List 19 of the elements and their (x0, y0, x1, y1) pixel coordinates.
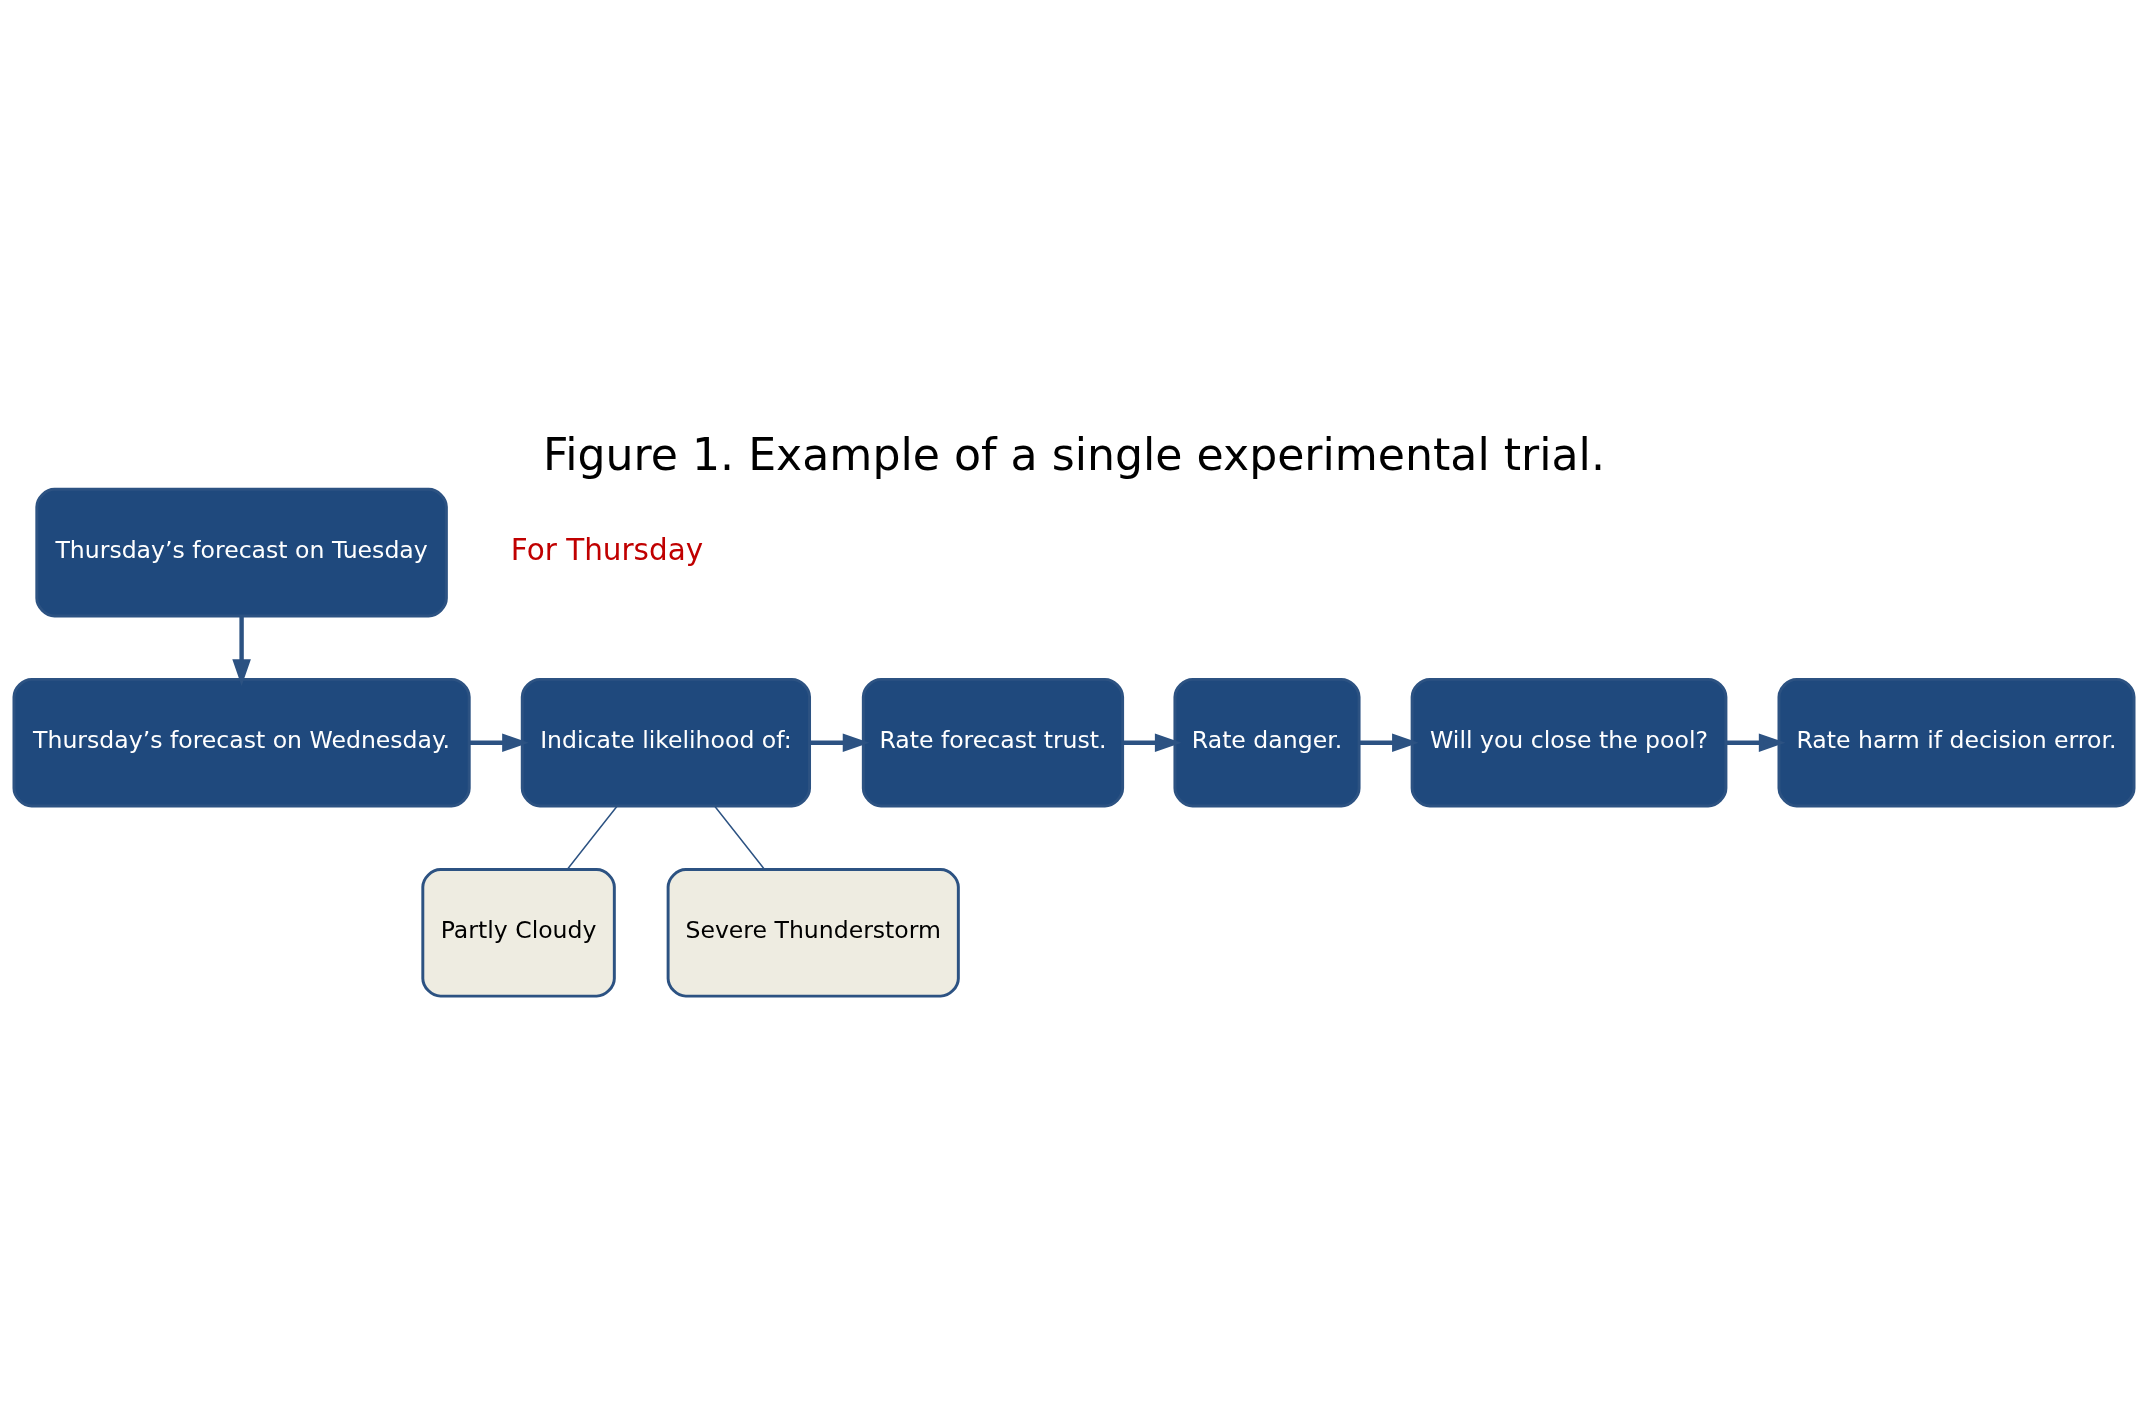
connector (714, 805, 766, 870)
arrow (232, 615, 251, 686)
connector (566, 805, 618, 870)
node-box: Rate harm if decision error. (1777, 677, 2136, 808)
arrow (1726, 732, 1786, 752)
node-box: Rate forecast trust. (861, 677, 1125, 808)
node-box: Will you close the pool? (1410, 677, 1728, 808)
arrow (809, 732, 870, 752)
node-box: Thursday’s forecast on Wednesday. (12, 677, 471, 808)
arrow (469, 732, 529, 752)
node-box: Thursday’s forecast on Tuesday (35, 487, 448, 617)
node-box: Rate danger. (1173, 677, 1361, 808)
arrow (1359, 732, 1419, 752)
node-box: Partly Cloudy (421, 867, 616, 998)
arrow (1123, 732, 1182, 752)
node-box: Indicate likelihood of: (520, 677, 812, 808)
node-box: Severe Thunderstorm (666, 867, 960, 998)
diagram-title: Figure 1. Example of a single experimental trial. (543, 428, 1605, 480)
label: For Thursday (510, 532, 704, 567)
